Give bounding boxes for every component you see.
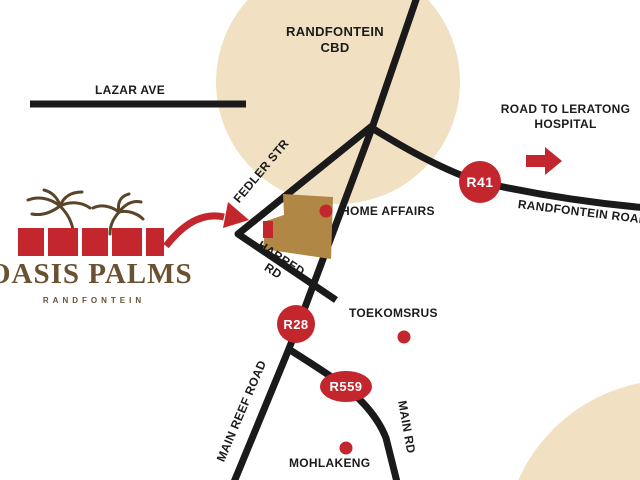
oasis-palms-logo: OASIS PALMS RANDFONTEIN — [0, 188, 200, 318]
site-marker — [263, 221, 273, 238]
toekomsrus-label: TOEKOMSRUS — [349, 306, 438, 320]
pointer-arrowhead-icon — [223, 202, 249, 228]
palm-trees-icon — [26, 188, 145, 236]
logo-name: OASIS PALMS — [0, 258, 193, 290]
logo-graphic — [18, 188, 164, 256]
home-affairs-dot — [319, 204, 333, 218]
pointer-arrow-curve — [163, 212, 225, 249]
cbd-label: RANDFONTEIN CBD — [286, 24, 384, 56]
lazar-ave-label: LAZAR AVE — [95, 83, 166, 97]
route-badge-r559: R559 — [320, 371, 372, 402]
mohlakeng-dot — [339, 441, 353, 455]
logo-blocks — [18, 228, 164, 256]
route-badge-r41: R41 — [459, 161, 501, 203]
leratong-label: ROAD TO LERATONG HOSPITAL — [500, 102, 631, 131]
toekomsrus-dot — [397, 330, 411, 344]
corner-zone-circle — [518, 383, 640, 480]
site-building-shape — [263, 194, 333, 259]
home-affairs-label: HOME AFFAIRS — [341, 204, 435, 218]
mohlakeng-label: MOHLAKENG — [289, 456, 371, 470]
direction-arrow-icon — [526, 147, 562, 175]
route-badge-r28: R28 — [277, 305, 315, 343]
road-fedler-harred — [234, 123, 375, 303]
logo-subtitle: RANDFONTEIN — [42, 296, 146, 305]
